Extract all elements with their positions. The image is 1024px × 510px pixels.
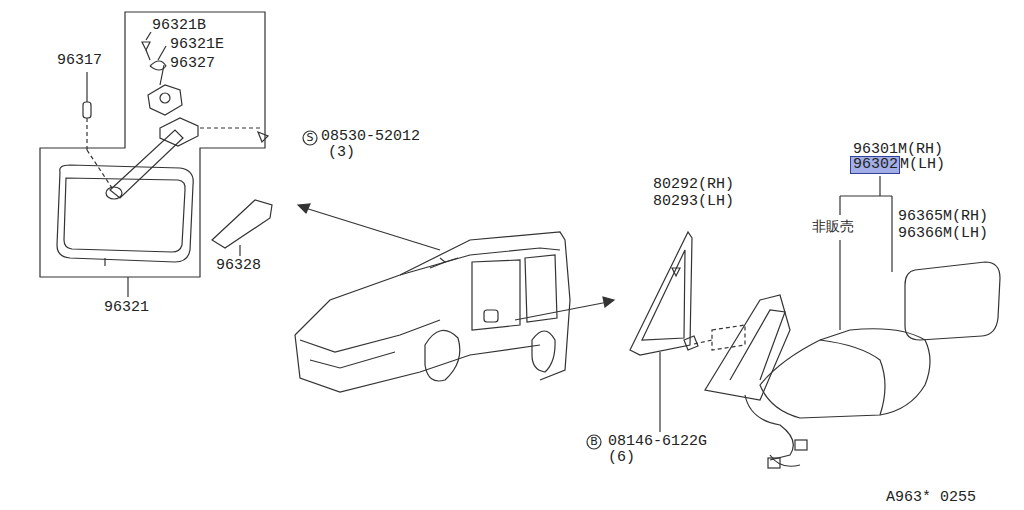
dashed-line [200, 127, 262, 128]
screw-shaft [146, 50, 150, 60]
part-number: 08530-52012 [321, 129, 420, 145]
part-number: 96366M(LH) [898, 226, 988, 242]
dashed-line [694, 340, 712, 344]
connector-plug [795, 440, 807, 450]
part-number: 96328 [216, 258, 261, 274]
highlight-box: 96302 [850, 156, 900, 174]
harness [745, 395, 793, 460]
leader-line [839, 240, 840, 330]
connector-plug [768, 458, 780, 468]
trim-inner [642, 250, 685, 340]
part-number: 96302 [853, 157, 899, 173]
dashed-outline [712, 325, 745, 350]
car-outline [295, 232, 570, 392]
part-number: 96321E [170, 37, 224, 53]
leader-line [239, 245, 240, 256]
circle-letter: B [586, 435, 602, 449]
pointer-arrow [302, 207, 440, 250]
mirror-glass [64, 178, 185, 252]
part-number: M(LH) [900, 157, 945, 173]
part-number: (3) [328, 145, 355, 161]
part-number: 非販売 [812, 218, 854, 234]
part-number: 80293(LH) [653, 194, 734, 210]
rearview-mirror [57, 165, 193, 262]
mirror-tab [104, 258, 105, 266]
dashed-line [87, 150, 112, 188]
housing-edge [820, 340, 885, 415]
mirror-base [705, 295, 790, 400]
circle-symbol [303, 131, 317, 145]
mirror-arm [110, 130, 183, 198]
pointer-arrow [515, 302, 608, 320]
screw [160, 93, 170, 103]
part-number: 96327 [170, 56, 215, 72]
part-number: 96365M(RH) [898, 209, 988, 225]
part-number: 96321B [152, 18, 206, 34]
mount-plate [148, 85, 182, 115]
part-number: A963* 0255 [886, 490, 976, 506]
trim-hole [672, 268, 680, 276]
arrowhead [603, 297, 614, 307]
leader-line [839, 196, 840, 215]
arrowhead [298, 204, 310, 213]
part-number: 96317 [57, 53, 102, 69]
leader-line [146, 32, 151, 40]
cover-pin [83, 102, 91, 118]
corner-trim [630, 232, 692, 355]
leader-line [659, 352, 660, 432]
harness [770, 455, 800, 466]
part-number: 96321 [104, 300, 149, 316]
leader-line [127, 277, 128, 297]
part-number: (6) [608, 450, 635, 466]
leader-line [879, 176, 880, 196]
screw [258, 132, 268, 142]
circle-letter: S [302, 131, 318, 145]
group-frame [40, 12, 265, 277]
mirror-mount [160, 118, 198, 146]
part-number: 80292(RH) [653, 177, 734, 193]
part-number: 08146-6122G [608, 434, 707, 450]
leader-line [158, 46, 166, 60]
mirror-cover [212, 200, 272, 248]
leader-line [891, 196, 892, 272]
pivot [106, 187, 122, 199]
mirror-housing [760, 329, 930, 418]
leader-line [840, 195, 892, 196]
leader-line [86, 72, 87, 102]
leader-line [160, 65, 164, 85]
circle-symbol [587, 435, 601, 449]
screw-head [142, 42, 150, 50]
mirror-glass [905, 262, 1000, 340]
dashed-line [86, 118, 87, 150]
